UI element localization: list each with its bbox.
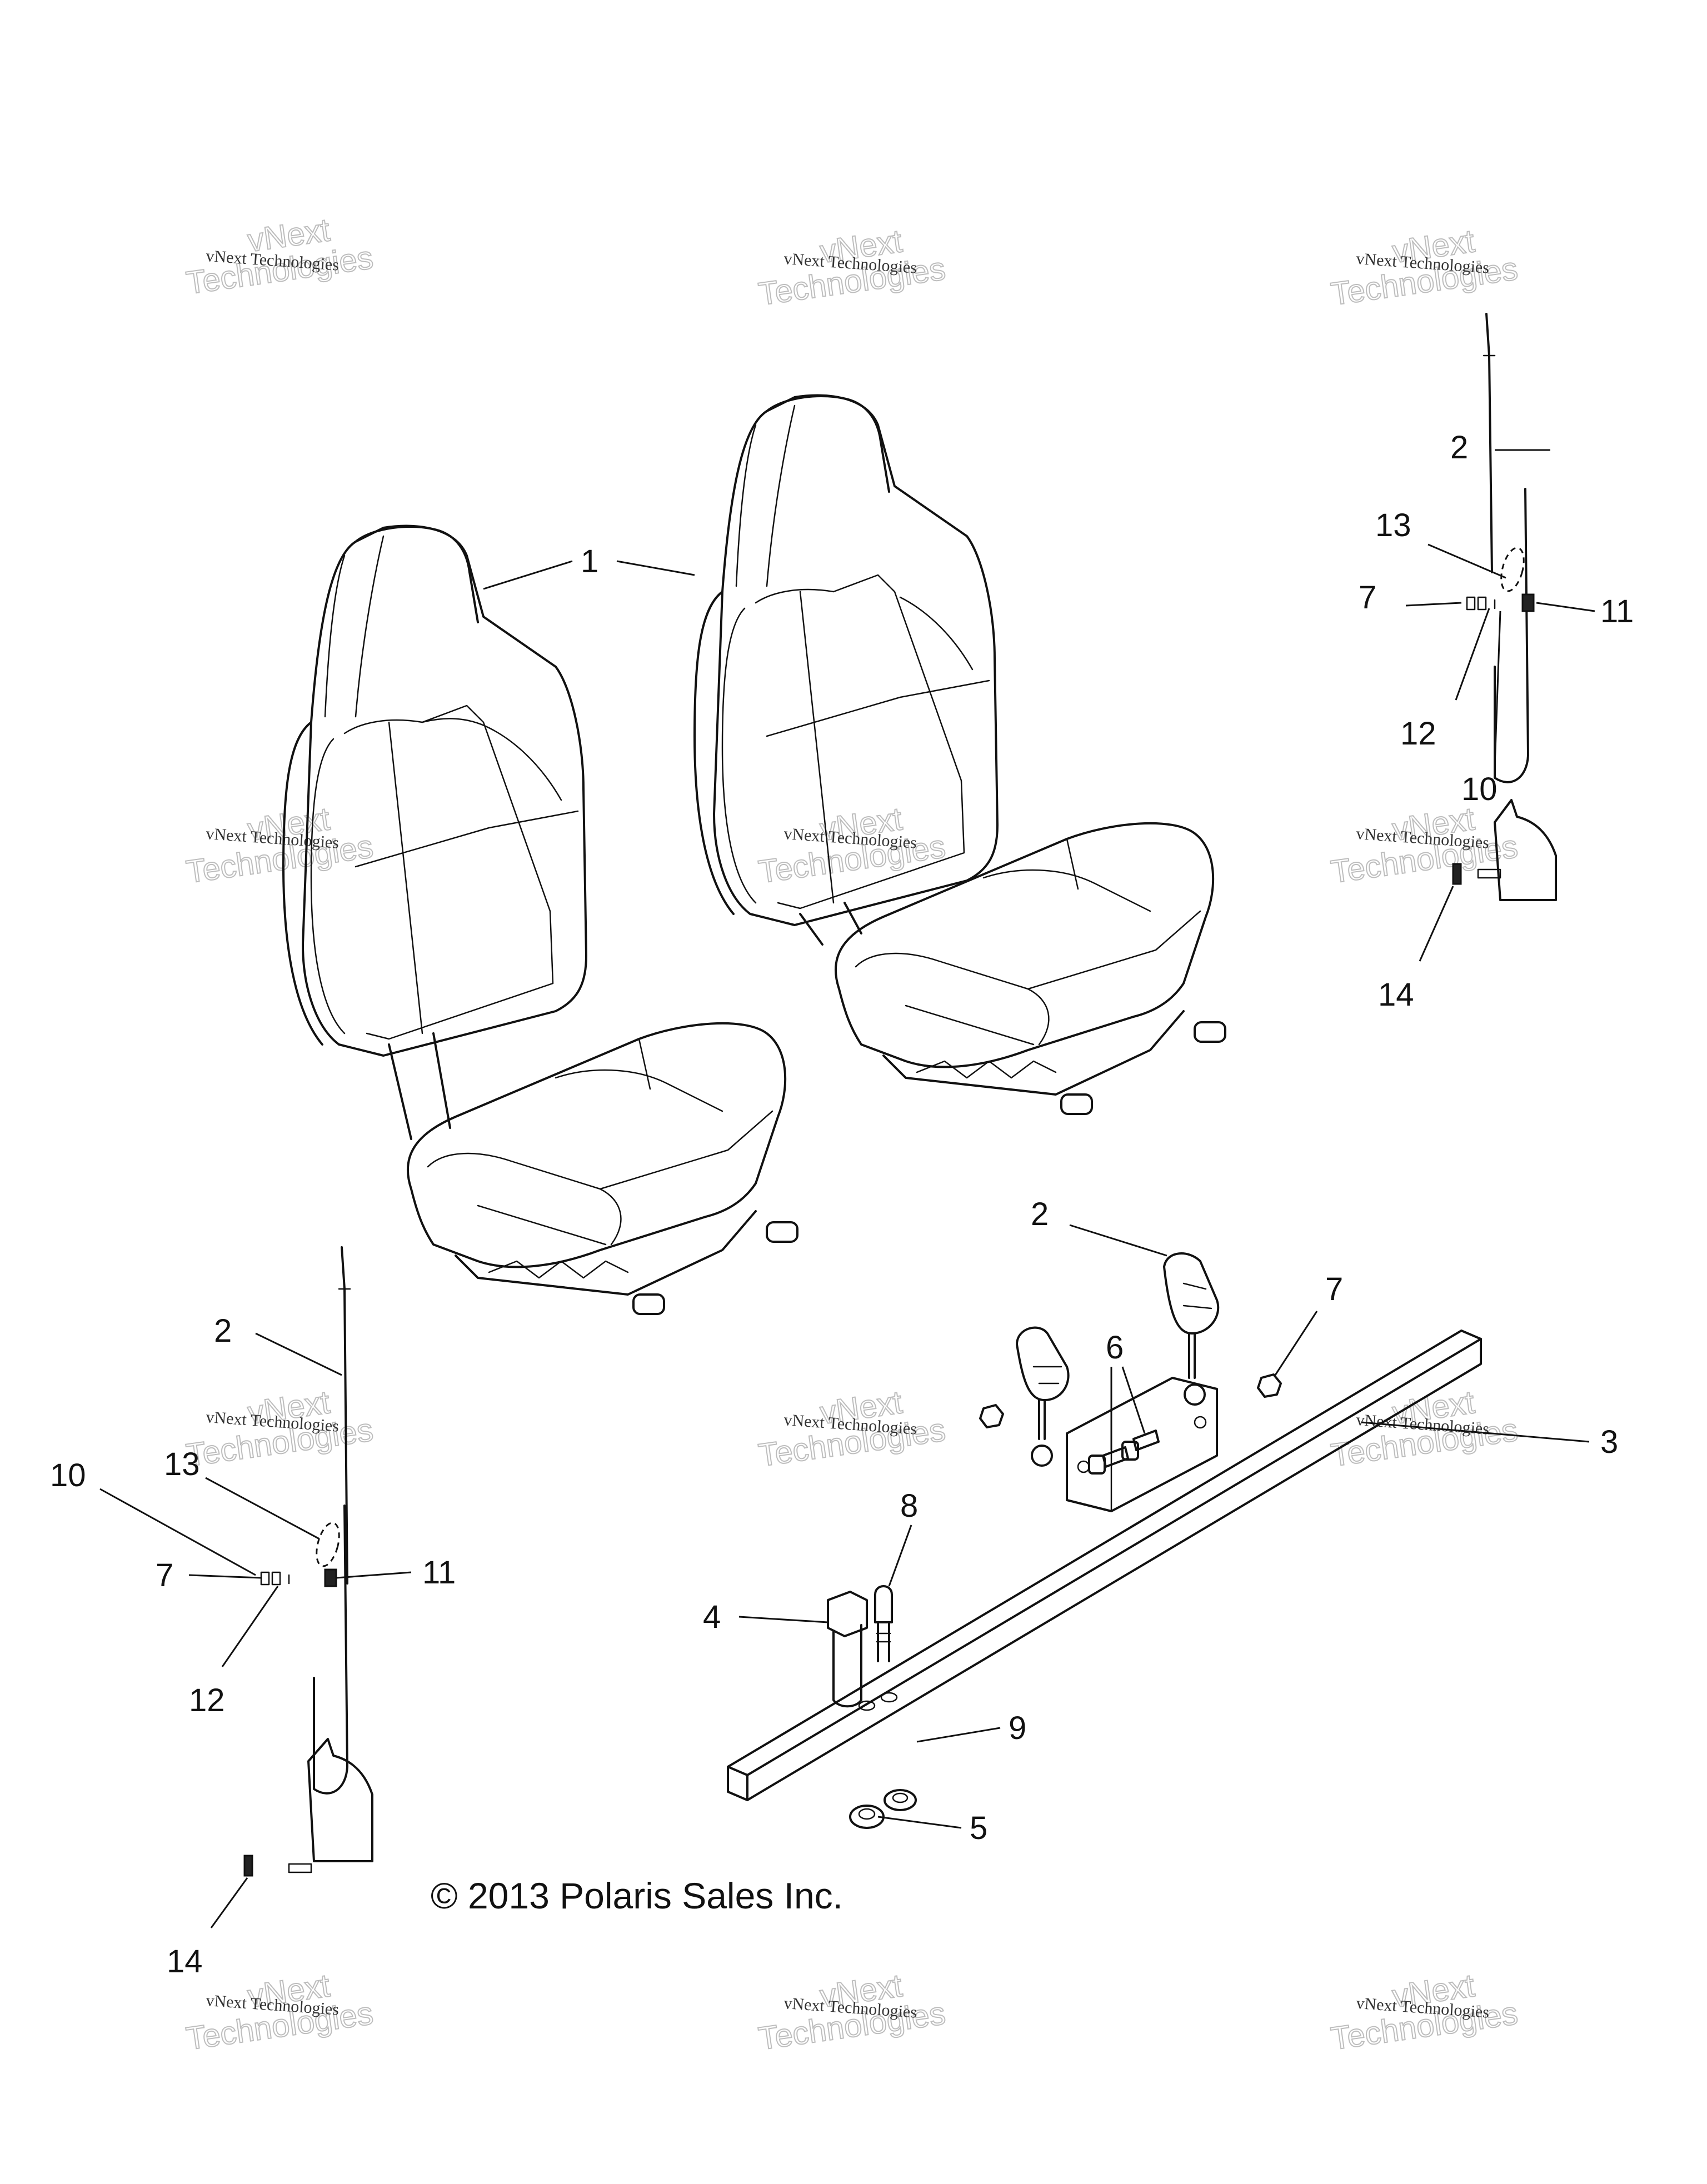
callout-7-center: 7 — [1325, 1271, 1343, 1307]
callout-13-right: 13 — [1375, 507, 1411, 543]
seat-belt-buckles — [1016, 1252, 1220, 1467]
callout-14-left: 14 — [167, 1943, 203, 1980]
seat-mount-crossbar — [727, 1330, 1482, 1801]
callouts: 1 2 13 7 11 12 10 14 2 10 13 7 11 12 14 … — [50, 429, 1634, 1980]
callout-3: 3 — [1600, 1424, 1618, 1460]
callout-12-right: 12 — [1400, 716, 1436, 752]
seat-right — [693, 394, 1226, 1115]
watermarks: Technologies vNext vNext Technologies Te… — [183, 211, 1520, 2057]
callout-5: 5 — [970, 1810, 987, 1846]
callout-8: 8 — [900, 1488, 918, 1524]
callout-10-left: 10 — [50, 1457, 86, 1493]
seat-belt-right-assembly — [1452, 313, 1557, 901]
seat-left — [282, 524, 798, 1315]
seat-belt-left-assembly — [243, 1246, 373, 1877]
callout-9: 9 — [1009, 1710, 1026, 1746]
callout-7-left: 7 — [156, 1557, 173, 1593]
callout-11-left: 11 — [422, 1555, 456, 1591]
copyright-text: © 2013 Polaris Sales Inc. — [431, 1875, 843, 1916]
callout-2-left: 2 — [214, 1313, 232, 1349]
callout-6: 6 — [1106, 1330, 1124, 1366]
callout-13-left: 13 — [164, 1446, 200, 1482]
callout-2-center: 2 — [1031, 1196, 1049, 1232]
leader-lines — [99, 449, 1595, 1928]
fasteners-4-8 — [827, 1585, 917, 1829]
callout-4: 4 — [703, 1599, 721, 1635]
callout-11-right: 11 — [1600, 593, 1634, 629]
callout-10-right: 10 — [1461, 771, 1498, 807]
callout-12-left: 12 — [189, 1682, 225, 1718]
callout-1: 1 — [581, 543, 598, 579]
callout-7-right: 7 — [1359, 579, 1376, 616]
callout-14-right: 14 — [1378, 977, 1414, 1013]
callout-2-right: 2 — [1450, 429, 1468, 466]
